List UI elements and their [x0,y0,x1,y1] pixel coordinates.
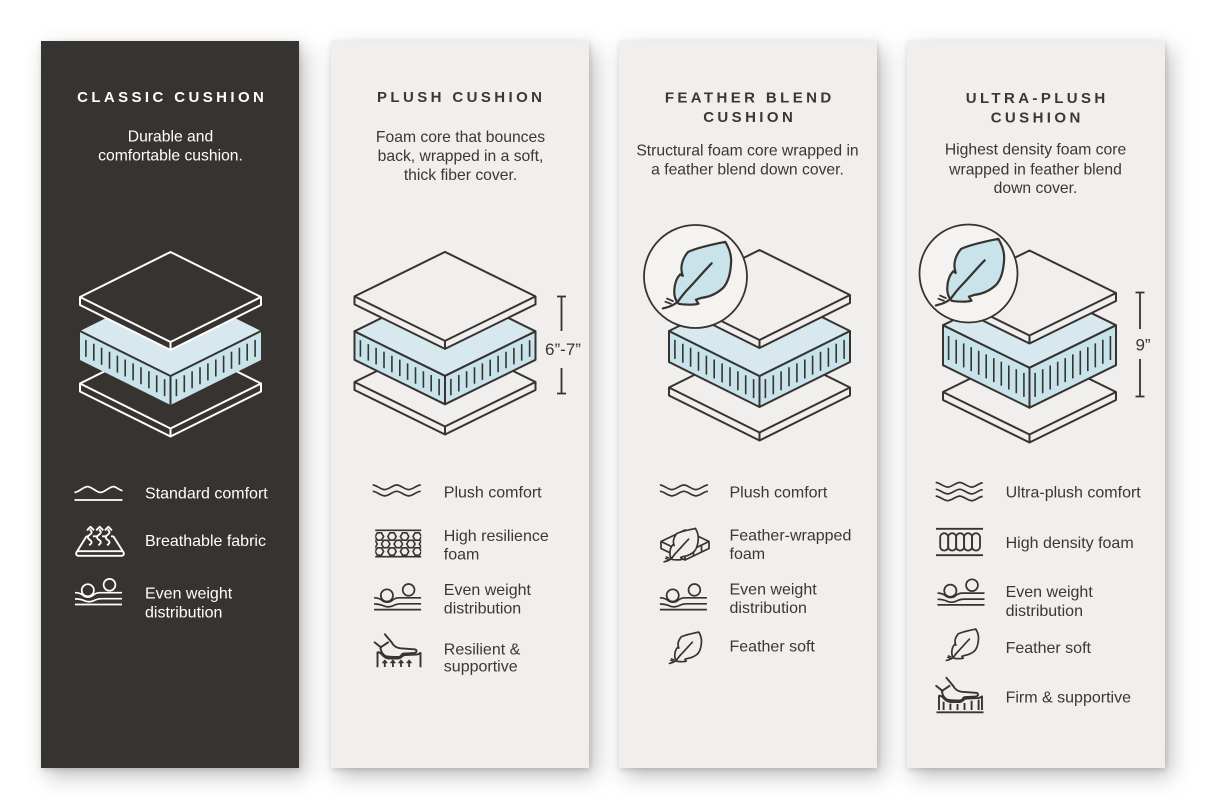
svg-text:Even weight: Even weight [444,582,532,599]
svg-text:High resilience: High resilience [444,528,549,545]
svg-text:FEATHER BLEND: FEATHER BLEND [665,89,835,106]
svg-text:9”: 9” [1135,336,1150,355]
svg-text:wrapped in feather blend: wrapped in feather blend [948,161,1122,178]
svg-text:CUSHION: CUSHION [703,109,796,126]
svg-text:thick fiber cover.: thick fiber cover. [404,167,517,184]
svg-text:Plush comfort: Plush comfort [730,485,828,502]
svg-text:Standard comfort: Standard comfort [145,486,268,503]
svg-text:a feather blend down cover.: a feather blend down cover. [651,161,844,178]
svg-text:Foam core that bounces: Foam core that bounces [376,129,545,146]
svg-text:High density foam: High density foam [1006,535,1134,552]
svg-text:distribution: distribution [1006,603,1083,620]
svg-text:Even weight: Even weight [730,582,818,599]
svg-text:distribution: distribution [730,600,807,617]
svg-text:CUSHION: CUSHION [991,110,1084,127]
svg-text:6”-7”: 6”-7” [545,340,581,359]
svg-text:supportive: supportive [444,659,518,676]
svg-text:distribution: distribution [145,605,222,622]
svg-text:distribution: distribution [444,600,521,617]
svg-text:Even weight: Even weight [145,586,233,603]
svg-text:down cover.: down cover. [994,180,1078,197]
svg-text:foam: foam [444,546,480,563]
svg-text:ULTRA-PLUSH: ULTRA-PLUSH [966,90,1109,107]
svg-text:Feather-wrapped: Feather-wrapped [730,528,852,545]
svg-text:Feather soft: Feather soft [730,639,816,656]
svg-text:CLASSIC CUSHION: CLASSIC CUSHION [77,89,267,106]
svg-text:Plush comfort: Plush comfort [444,485,542,502]
svg-text:Even weight: Even weight [1006,584,1094,601]
svg-text:Highest density foam core: Highest density foam core [945,142,1127,159]
svg-text:PLUSH CUSHION: PLUSH CUSHION [377,89,545,106]
svg-text:Breathable fabric: Breathable fabric [145,533,266,550]
svg-text:comfortable cushion.: comfortable cushion. [98,148,243,165]
svg-text:Ultra-plush comfort: Ultra-plush comfort [1006,484,1142,501]
svg-text:back, wrapped in a soft,: back, wrapped in a soft, [378,148,544,165]
svg-text:Durable and: Durable and [128,129,213,146]
svg-text:Firm & supportive: Firm & supportive [1006,690,1131,707]
svg-text:Feather soft: Feather soft [1006,640,1092,657]
svg-text:foam: foam [730,546,766,563]
svg-text:Resilient &: Resilient & [444,642,521,659]
svg-text:Structural foam core wrapped i: Structural foam core wrapped in [636,142,858,159]
